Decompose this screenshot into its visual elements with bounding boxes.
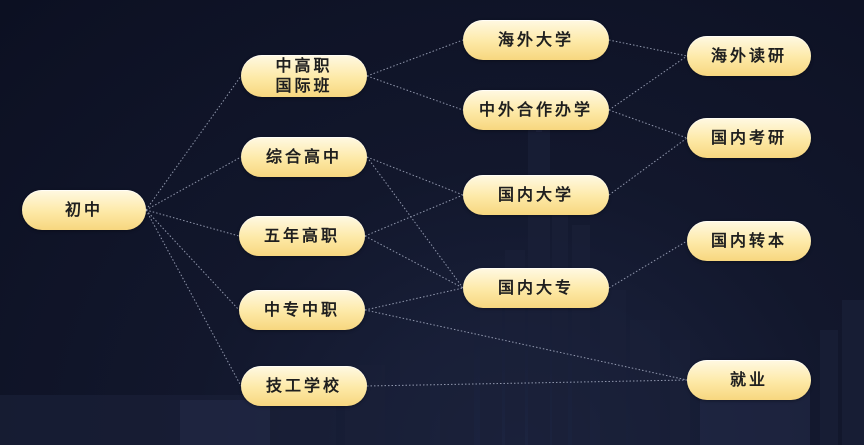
node-zonghe-gaozhong: 综合高中 bbox=[241, 137, 367, 177]
node-haiwai-duyan: 海外读研 bbox=[687, 36, 811, 76]
node-chuzhong: 初中 bbox=[22, 190, 146, 230]
connector-zonghe_gaozhong-guonei_daxue bbox=[366, 156, 464, 196]
node-haiwai-daxue: 海外大学 bbox=[463, 20, 609, 60]
node-jiuye: 就业 bbox=[687, 360, 811, 400]
connector-zhongzhuan_zhongzhi-jiuye bbox=[364, 309, 688, 381]
node-guonei-dazhuan: 国内大专 bbox=[463, 268, 609, 308]
node-zhonggaozhi-guojiban: 中高职 国际班 bbox=[241, 55, 367, 97]
connector-jigong_xuexiao-jiuye bbox=[366, 379, 688, 387]
node-zhongzhuan-zhongzhi: 中专中职 bbox=[239, 290, 365, 330]
connector-chuzhong-jigong_xuexiao bbox=[145, 209, 242, 387]
node-zhongwai-hezuo: 中外合作办学 bbox=[463, 90, 609, 130]
connector-zhongwai_hezuo-haiwai_duyan bbox=[608, 55, 688, 111]
node-guonei-daxue: 国内大学 bbox=[463, 175, 609, 215]
node-guonei-kaoyan: 国内考研 bbox=[687, 118, 811, 158]
connector-zhonggaozhi_guojiban-zhongwai_hezuo bbox=[366, 75, 464, 111]
node-guonei-zhuanben: 国内转本 bbox=[687, 221, 811, 261]
connector-chuzhong-zhongzhuan_zhongzhi bbox=[145, 209, 240, 311]
node-jigong-xuexiao: 技工学校 bbox=[241, 366, 367, 406]
connector-zonghe_gaozhong-guonei_dazhuan bbox=[366, 156, 464, 289]
connector-chuzhong-zhonggaozhi_guojiban bbox=[145, 75, 242, 211]
connector-zhongzhuan_zhongzhi-guonei_dazhuan bbox=[364, 287, 464, 311]
node-wunian-gaozhi: 五年高职 bbox=[239, 216, 365, 256]
connector-wunian_gaozhi-guonei_daxue bbox=[364, 194, 464, 237]
connector-wunian_gaozhi-guonei_dazhuan bbox=[364, 235, 464, 289]
connector-chuzhong-zonghe_gaozhong bbox=[145, 156, 242, 211]
connector-haiwai_daxue-haiwai_duyan bbox=[608, 39, 688, 57]
connector-zhongwai_hezuo-guonei_kaoyan bbox=[608, 109, 688, 139]
connector-guonei_dazhuan-guonei_zhuanben bbox=[608, 240, 688, 289]
connector-zhonggaozhi_guojiban-haiwai_daxue bbox=[366, 39, 464, 77]
connector-guonei_daxue-guonei_kaoyan bbox=[608, 137, 688, 196]
connector-chuzhong-wunian_gaozhi bbox=[145, 209, 240, 237]
